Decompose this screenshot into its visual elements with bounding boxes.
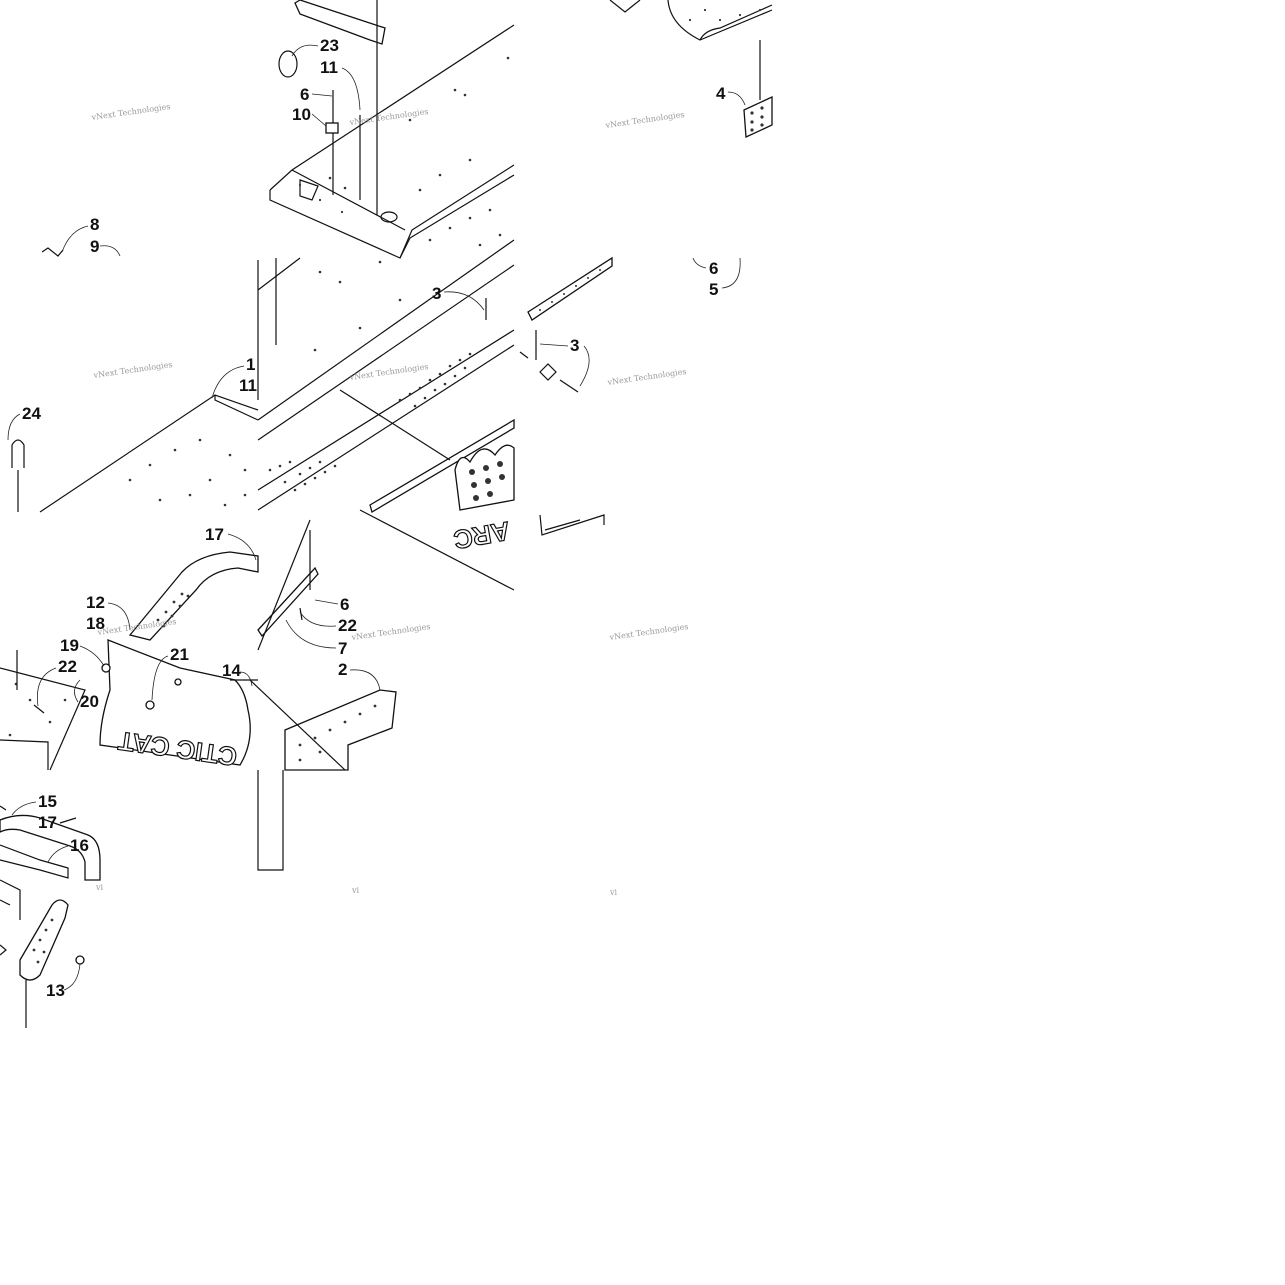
tile-side-top: 4 vNext Technologies bbox=[604, 0, 773, 138]
lower-rail bbox=[257, 566, 319, 638]
perforation-field bbox=[268, 260, 472, 492]
tile-left-panel: 1 11 24 bbox=[7, 355, 259, 513]
callout-21: 21 bbox=[170, 645, 189, 664]
watermark: vNext Technologies bbox=[604, 110, 685, 130]
watermark-fragment: vi bbox=[95, 883, 104, 892]
callout-19: 19 bbox=[60, 636, 79, 655]
snow-flap bbox=[99, 639, 251, 766]
callout-13: 13 bbox=[46, 981, 65, 1000]
logo-text-small: ARC bbox=[451, 516, 512, 555]
callout-6: 6 bbox=[300, 85, 309, 104]
serrated-rail bbox=[369, 418, 515, 513]
tunnel-top-panel bbox=[269, 24, 515, 259]
tile-left-mid: 8 9 vNext Technologies vNext Technologie… bbox=[41, 102, 173, 380]
callout-11: 11 bbox=[239, 376, 257, 395]
callout-24: 24 bbox=[22, 404, 41, 423]
tunnel-mid-panel bbox=[257, 239, 515, 511]
callout-17: 17 bbox=[205, 525, 224, 544]
callout-20: 20 bbox=[80, 692, 99, 711]
watermark: vNext Technologies bbox=[350, 622, 431, 642]
callout-5: 5 bbox=[709, 280, 718, 299]
tile-bumper-flap: CTIC CAT 17 12 18 19 bbox=[0, 519, 689, 871]
tile-tunnel-top: 23 11 6 10 vNext Technologies bbox=[269, 0, 515, 259]
watermark-fragment: vi bbox=[609, 888, 618, 897]
tile-rail-right: 6 5 3 vNext Technologies bbox=[519, 256, 741, 536]
slide-rail bbox=[527, 256, 613, 321]
callout-6: 6 bbox=[709, 259, 718, 278]
watermark: vNext Technologies bbox=[92, 360, 173, 380]
tile-tunnel-mid: ARC 3 vNext Technologies bbox=[257, 239, 515, 591]
callout-14: 14 bbox=[222, 661, 241, 680]
mounting-plate bbox=[743, 95, 773, 138]
callout-9: 9 bbox=[90, 237, 99, 256]
tunnel-side-panel bbox=[39, 394, 259, 513]
side-panel bbox=[667, 0, 773, 41]
nut bbox=[145, 700, 155, 710]
callout-7: 7 bbox=[338, 639, 347, 658]
callout-22: 22 bbox=[58, 657, 77, 676]
callout-1: 1 bbox=[246, 355, 255, 374]
bracket-top bbox=[294, 0, 386, 45]
callout-23: 23 bbox=[320, 36, 339, 55]
watermark: vNext Technologies bbox=[348, 362, 429, 382]
rear-bumper bbox=[0, 814, 101, 881]
nut bbox=[174, 678, 182, 686]
callout-8: 8 bbox=[90, 215, 99, 234]
callout-4: 4 bbox=[716, 84, 726, 103]
clip-fastener bbox=[325, 122, 339, 134]
callout-2: 2 bbox=[338, 660, 347, 679]
cotter-pin bbox=[41, 247, 64, 257]
callout-22: 22 bbox=[338, 616, 357, 635]
callout-12: 12 bbox=[86, 593, 105, 612]
callout-10: 10 bbox=[292, 105, 311, 124]
callout-3: 3 bbox=[570, 336, 579, 355]
callout-6: 6 bbox=[340, 595, 349, 614]
watermark-fragment: vi bbox=[351, 886, 360, 895]
callout-15: 15 bbox=[38, 792, 57, 811]
tile-bumper-bottom: 15 17 16 13 vi vi vi bbox=[0, 792, 618, 1028]
watermark: vNext Technologies bbox=[606, 367, 687, 387]
step-bar bbox=[128, 551, 259, 641]
watermark: vNext Technologies bbox=[348, 107, 429, 127]
washer bbox=[539, 363, 557, 381]
callout-3: 3 bbox=[432, 284, 441, 303]
side-bracket bbox=[284, 689, 397, 771]
watermark: vNext Technologies bbox=[608, 622, 689, 642]
u-bolt bbox=[11, 439, 25, 468]
callout-17: 17 bbox=[38, 813, 57, 832]
retaining-ring bbox=[278, 50, 298, 78]
callout-16: 16 bbox=[70, 836, 89, 855]
watermark: vNext Technologies bbox=[90, 102, 171, 122]
bumper-nut bbox=[75, 955, 85, 965]
callout-18: 18 bbox=[86, 614, 105, 633]
callout-11: 11 bbox=[320, 58, 338, 77]
step-plate bbox=[19, 899, 69, 981]
